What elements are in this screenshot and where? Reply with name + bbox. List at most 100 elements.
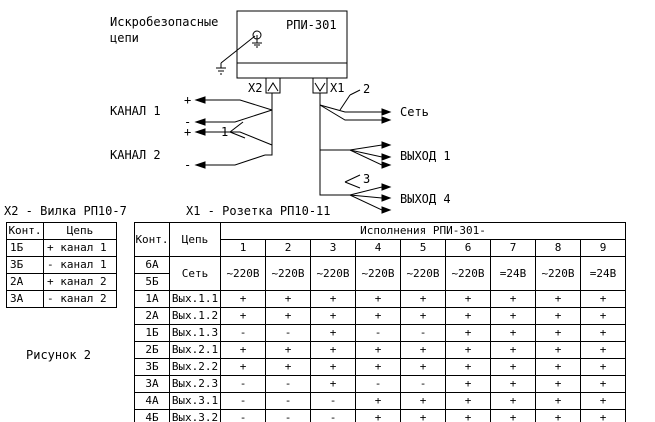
version-header: 8 [535, 239, 581, 257]
set-kont-1: 6А [134, 256, 170, 274]
version-cell: + [220, 341, 266, 359]
version-cell: + [535, 341, 581, 359]
x2-cell: 1Б [6, 239, 44, 257]
row-kont: 3А [134, 375, 170, 393]
table-row: 1Б + канал 1 [6, 239, 117, 257]
x2-connector [265, 77, 281, 94]
version-cell: + [400, 392, 446, 410]
version-cell: + [490, 341, 536, 359]
version-cell: + [310, 307, 356, 325]
version-cell: + [490, 358, 536, 376]
minus-sign: - [184, 158, 192, 172]
version-cell: + [265, 358, 311, 376]
row-cep: Вых.1.2 [169, 307, 221, 325]
row-cep: Вых.1.1 [169, 290, 221, 308]
row-kont: 4Б [134, 409, 170, 422]
intrinsically-safe-label: Искробезопасные [110, 15, 219, 29]
version-header: 6 [445, 239, 491, 257]
version-cell: + [265, 307, 311, 325]
header-cep: Цепь [169, 222, 221, 257]
table-row: 2А + канал 2 [6, 273, 117, 291]
version-cell: + [580, 375, 626, 393]
version-cell: - [220, 392, 266, 410]
version-cell: + [445, 324, 491, 342]
version-cell: + [355, 358, 401, 376]
version-cell: - [355, 375, 401, 393]
callout-1: 1 [221, 125, 229, 139]
version-cell: + [490, 307, 536, 325]
version-cell: + [445, 307, 491, 325]
version-header: 9 [580, 239, 626, 257]
version-header: 7 [490, 239, 536, 257]
x2-header-cep: Цепь [43, 222, 117, 240]
version-cell: + [490, 375, 536, 393]
set-kont-2: 5Б [134, 273, 170, 291]
version-cell: + [580, 409, 626, 422]
version-cell: + [310, 324, 356, 342]
supply-value: =24В [490, 256, 536, 291]
version-cell: - [265, 409, 311, 422]
x2-header-kont: Конт. [6, 222, 44, 240]
plus-sign: + [184, 93, 192, 107]
supply-value: =24В [580, 256, 626, 291]
x2-cell: 3А [6, 290, 44, 308]
version-cell: + [490, 392, 536, 410]
version-cell: - [265, 392, 311, 410]
version-cell: + [445, 290, 491, 308]
supply-value: ~220В [535, 256, 581, 291]
version-cell: + [400, 358, 446, 376]
version-cell: - [220, 375, 266, 393]
mains-label: Сеть [400, 105, 429, 119]
version-cell: + [445, 409, 491, 422]
version-cell: + [445, 341, 491, 359]
version-header: 2 [265, 239, 311, 257]
row-cep: Вых.1.3 [169, 324, 221, 342]
header-kont: Конт. [134, 222, 170, 257]
version-cell: - [265, 324, 311, 342]
version-cell: + [580, 290, 626, 308]
plus-sign: + [184, 125, 192, 139]
version-cell: + [490, 290, 536, 308]
version-cell: + [355, 307, 401, 325]
version-cell: - [220, 409, 266, 422]
x2-cell: - канал 2 [43, 290, 117, 308]
version-cell: + [220, 307, 266, 325]
row-kont: 3Б [134, 358, 170, 376]
row-cep: Вых.2.1 [169, 341, 221, 359]
set-cep: Сеть [169, 256, 221, 291]
header-versions: Исполнения РПИ-301- [220, 222, 626, 240]
callout-2: 2 [363, 82, 371, 96]
version-header: 3 [310, 239, 356, 257]
supply-value: ~220В [355, 256, 401, 291]
table-row: 3А - канал 2 [6, 290, 117, 308]
version-cell: + [355, 290, 401, 308]
version-header: 5 [400, 239, 446, 257]
version-cell: + [535, 375, 581, 393]
x1-label: X1 [330, 81, 345, 95]
version-cell: + [445, 358, 491, 376]
version-cell: + [445, 375, 491, 393]
version-cell: + [580, 307, 626, 325]
version-cell: + [355, 392, 401, 410]
supply-value: ~220В [265, 256, 311, 291]
intrinsically-safe-label-2: цепи [110, 31, 139, 45]
row-kont: 4А [134, 392, 170, 410]
version-cell: + [490, 409, 536, 422]
version-cell: + [580, 358, 626, 376]
x1-caption: X1 - Розетка РП10-11 [186, 204, 331, 218]
version-cell: + [265, 290, 311, 308]
version-cell: + [535, 307, 581, 325]
minus-sign: - [184, 115, 192, 129]
version-cell: + [355, 409, 401, 422]
x2-cell: - канал 1 [43, 256, 117, 274]
version-cell: - [265, 375, 311, 393]
version-cell: - [355, 324, 401, 342]
version-cell: + [535, 358, 581, 376]
